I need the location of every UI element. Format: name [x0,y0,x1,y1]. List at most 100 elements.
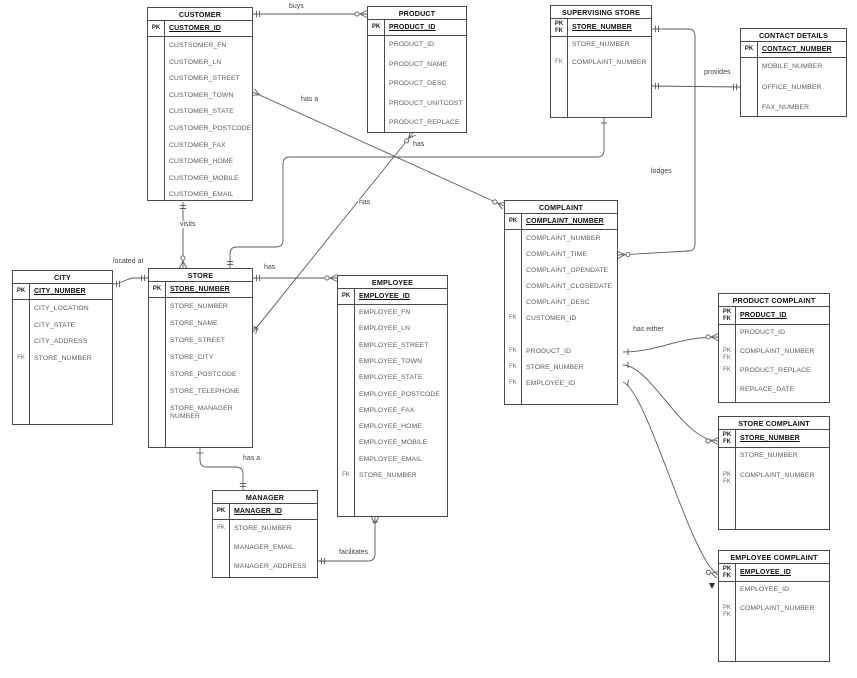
attribute-row: EMPLOYEE_STREET [338,342,447,350]
key-badge: FK [509,348,517,354]
attribute-name: STORE_NUMBER [740,434,800,442]
attribute-row: CUSTOMER_STREET [148,75,252,83]
attribute-name: PRODUCT_NAME [389,60,448,68]
attribute-name: PRODUCT_ID [740,329,786,336]
attribute-name: EMPLOYEE_POSTCODE [359,390,441,398]
attribute-row: CUSTOMER_HOME [148,158,252,166]
edge-label-lodges: lodges [650,168,673,175]
attribute-row: EMPLOYEE_TOWN [338,358,447,366]
key-badge: PK FK [722,348,731,361]
key-badge: PK FK [722,605,731,618]
attribute-name: CUSTOMER_POSTCODE [169,125,252,132]
attribute-name: CONTACT_NUMBER [762,45,832,53]
attribute-row: COMPLAINT_OPENDATE [505,267,617,275]
attribute-row: CUSTOMER_LN [148,59,252,67]
attribute-name: CITY_ADDRESS [34,338,88,345]
attribute-name: STORE_NAME [170,320,218,327]
gutter-divider [165,282,166,447]
attribute-row: CUSTOMER_TOWN [148,92,252,100]
attribute-name: CUSTOMER_STATE [169,108,234,116]
gutter-divider [229,504,230,577]
attribute-row: STORE_MANAGER NUMBER [149,405,252,420]
attribute-name: COMPLAINT_DESC [526,299,590,306]
attribute-name: COMPLAINT_NUMBER [740,472,815,479]
entity-title: PRODUCT [368,7,466,20]
edge-label-has-either: has either [632,326,665,333]
key-badge: FK [342,472,350,478]
attribute-row: STORE_NUMBER [719,452,829,460]
edge-label-has-a-customer-complaint: has a [300,96,320,103]
key-badge: PK [16,288,26,295]
entity-title: STORE [149,269,252,282]
attribute-row: STORE_NUMBER [551,41,651,49]
entity-title: STORE COMPLAINT [719,417,829,430]
attribute-name: MANAGER_EMAIL [234,544,294,551]
attribute-name: COMPLAINT_NUMBER [526,217,604,225]
attribute-name: EMPLOYEE_TOWN [359,357,423,365]
attribute-row: EMPLOYEE_FN [338,309,447,317]
attribute-row: EMPLOYEE_EMAIL [338,456,447,464]
attribute-name: STORE_NUMBER [170,285,230,293]
attribute-name: CUSTOMER_HOME [169,158,234,166]
attribute-row: CUSTSOMER_FN [148,42,252,50]
entity-title: EMPLOYEE COMPLAINT [719,551,829,564]
gutter-divider [735,430,736,529]
attribute-row: STORE_NAME [149,320,252,328]
attribute-name: STORE_NUMBER [526,364,584,371]
attribute-row: EMPLOYEE_STATE [338,374,447,382]
attribute-name: COMPLAINT_CLOSEDATE [526,283,612,290]
attribute-name: STORE_NUMBER [572,41,630,48]
attribute-name: EMPLOYEE_EMAIL [359,455,422,463]
attribute-row: STORE_STREET [149,337,252,345]
attribute-name: STORE_NUMBER [170,303,228,310]
attribute-name: CUSTOMER_LN [169,58,222,66]
attribute-name: PRODUCT_ID [526,348,572,355]
attribute-row: REPLACE_DATE [719,386,829,394]
attribute-name: EMPLOYEE_MOBILE [359,439,428,447]
entity-title: SUPERVISING STORE [551,6,651,19]
entity-store-complaint[interactable]: STORE COMPLAINT PK FK STORE_NUMBER STORE_N… [718,416,830,530]
attribute-row: CUSTOMER_POSTCODE [148,125,252,133]
attribute-name: PRODUCT_REPLACE [389,119,460,126]
attribute-row: COMPLAINT_DESC [505,299,617,307]
key-badge: PK FK [722,472,731,485]
attribute-name: OFFICE_NUMBER [762,83,822,91]
key-badge: PK FK [722,566,732,579]
attribute-name: STORE_CITY [170,354,214,361]
attribute-name: EMPLOYEE_HOME [359,423,422,431]
attribute-row: MANAGER_EMAIL [213,544,317,552]
attribute-name: MANAGER_ADDRESS [234,563,307,570]
key-badge: FK [509,364,517,370]
attribute-row: PRODUCT_REPLACE [368,119,466,127]
attribute-name: CUSTOMER_STREET [169,75,240,83]
key-badge: PK FK [722,309,732,322]
attribute-row: CITY_STATE [13,322,112,330]
attribute-row: MOBILE_NUMBER [741,63,846,71]
